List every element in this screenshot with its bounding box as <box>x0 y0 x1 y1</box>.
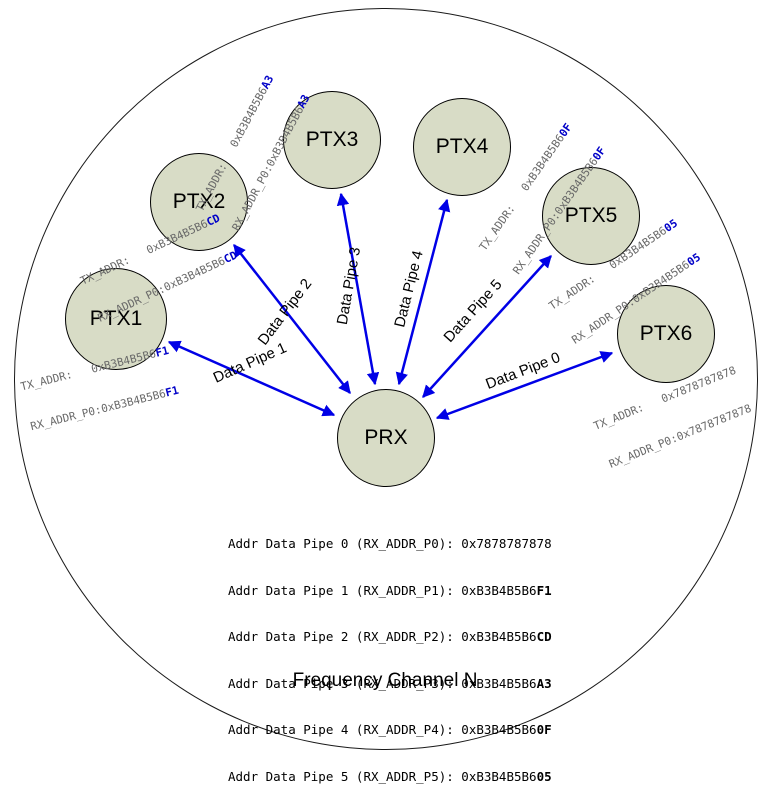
pipe-address-row: Addr Data Pipe 1 (RX_ADDR_P1): 0xB3B4B5B… <box>228 583 552 599</box>
ptx3-node: PTX3 <box>283 91 381 189</box>
pipe-address-row: Addr Data Pipe 5 (RX_ADDR_P5): 0xB3B4B5B… <box>228 769 552 785</box>
pipe2-row-suffix: CD <box>536 629 552 644</box>
prx-node: PRX <box>337 389 435 487</box>
ptx1-node: PTX1 <box>65 268 167 370</box>
ptx4-node: PTX4 <box>413 98 511 196</box>
ptx2-label: PTX2 <box>172 190 226 213</box>
ptx2-node: PTX2 <box>150 153 248 251</box>
pipe0-row-text: Addr Data Pipe 0 (RX_ADDR_P0): 0x7878787… <box>228 536 552 551</box>
ptx5-label: PTX5 <box>564 204 618 227</box>
ptx1-tx-addr: TX_ADDR: 0xB3B4B5B6F1 <box>19 344 170 394</box>
pipe1-row-suffix: F1 <box>536 582 552 598</box>
pipe-address-row: Addr Data Pipe 4 (RX_ADDR_P4): 0xB3B4B5B… <box>228 722 552 738</box>
pipe1-row-text: Addr Data Pipe 1 (RX_ADDR_P1): 0xB3B4B5B… <box>228 582 537 598</box>
ptx1-rx-suffix: F1 <box>163 383 180 400</box>
pipe-address-row: Addr Data Pipe 3 (RX_ADDR_P3): 0xB3B4B5B… <box>228 676 552 692</box>
ptx3-label: PTX3 <box>305 128 359 151</box>
pipe-address-row: Addr Data Pipe 0 (RX_ADDR_P0): 0x7878787… <box>228 536 552 552</box>
ptx6-label: PTX6 <box>639 322 693 345</box>
pipe-address-row: Addr Data Pipe 2 (RX_ADDR_P2): 0xB3B4B5B… <box>228 629 552 645</box>
ptx1-label: PTX1 <box>89 307 143 330</box>
ptx4-label: PTX4 <box>435 135 489 158</box>
pipe-3-arrow <box>336 192 380 386</box>
pipe3-row-suffix: A3 <box>536 675 552 691</box>
ptx1-tx-prefix: TX_ADDR: 0xB3B4B5B6 <box>19 347 158 394</box>
pipe-address-table: Addr Data Pipe 0 (RX_ADDR_P0): 0x7878787… <box>228 505 552 800</box>
pipe-2-arrow <box>233 244 351 394</box>
pipe5-row-text: Addr Data Pipe 5 (RX_ADDR_P5): 0xB3B4B5B… <box>228 768 537 784</box>
ptx5-node: PTX5 <box>542 167 640 265</box>
ptx1-tx-suffix: F1 <box>154 343 171 360</box>
frequency-channel-title: Frequency Channel N <box>292 670 478 691</box>
prx-label: PRX <box>364 426 408 449</box>
pipe5-row-suffix: 05 <box>536 768 552 784</box>
pipe4-row-text: Addr Data Pipe 4 (RX_ADDR_P4): 0xB3B4B5B… <box>228 722 537 737</box>
data-pipe-arrows <box>167 192 614 420</box>
pipe2-row-text: Addr Data Pipe 2 (RX_ADDR_P2): 0xB3B4B5B… <box>228 629 537 644</box>
pipe-0-arrow <box>435 351 614 420</box>
ptx6-node: PTX6 <box>617 285 715 383</box>
frequency-channel-circle <box>14 8 758 750</box>
pipe4-row-suffix: 0F <box>536 722 552 737</box>
pipe3-row-text: Addr Data Pipe 3 (RX_ADDR_P3): 0xB3B4B5B… <box>228 675 537 691</box>
